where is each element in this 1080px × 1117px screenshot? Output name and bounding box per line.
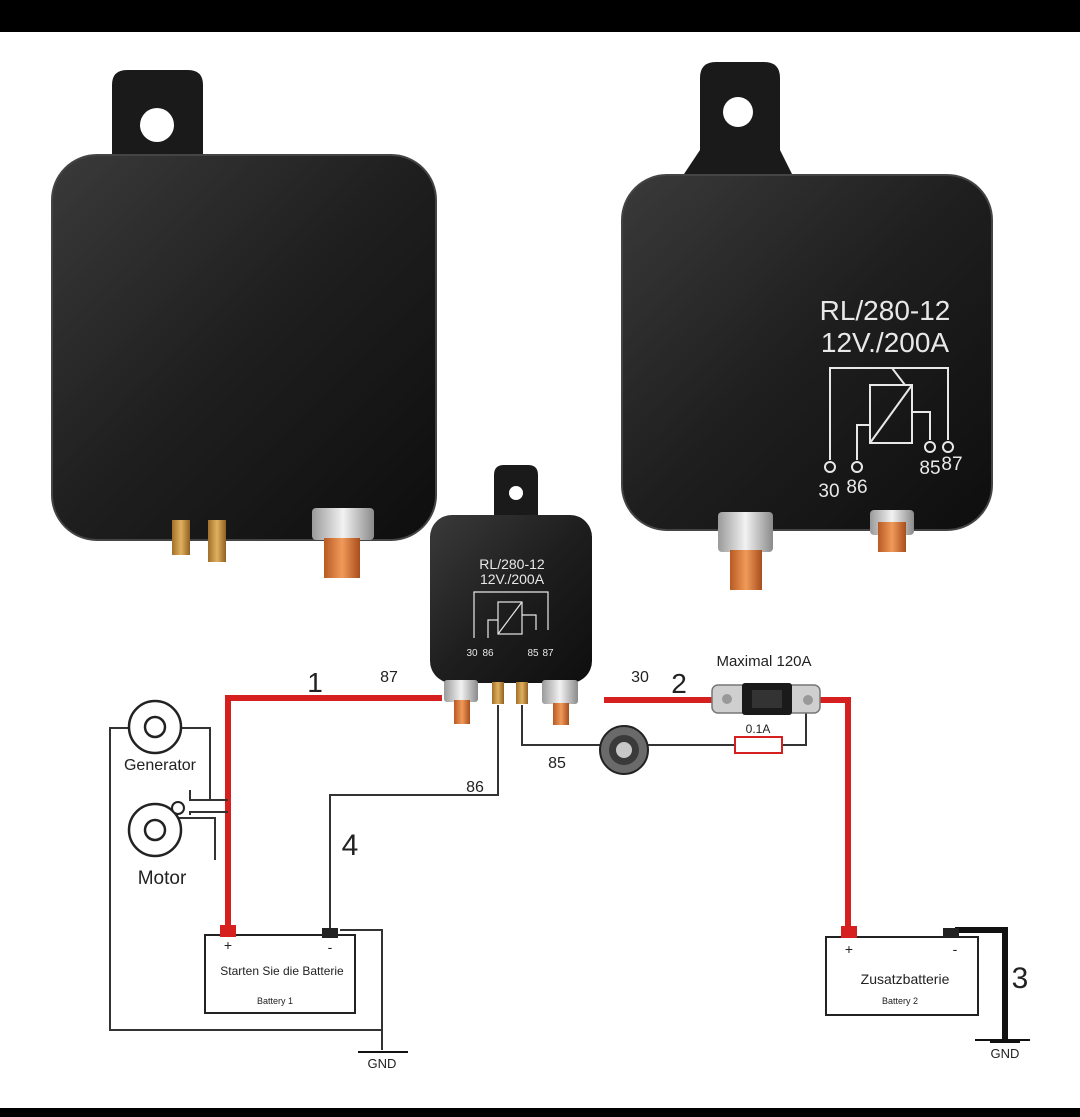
pin-85-label: 85 xyxy=(548,755,566,772)
battery-1: + - Starten Sie die Batterie Battery 1 xyxy=(204,925,356,1014)
terminal-nut xyxy=(312,508,374,540)
top-black-bar xyxy=(0,0,1080,32)
spade-terminal xyxy=(172,520,190,555)
mounting-hole xyxy=(509,486,523,500)
spade-terminal xyxy=(208,520,226,562)
motor-label: Motor xyxy=(138,868,187,889)
gnd-label-1: GND xyxy=(368,1056,397,1071)
battery2-plus: + xyxy=(845,941,853,957)
pin-30-label: 30 xyxy=(631,669,649,686)
pin-label: 85 xyxy=(919,458,940,479)
ground-battery2 xyxy=(955,927,1030,1043)
battery1-plus: + xyxy=(224,937,232,953)
pin-87-label: 87 xyxy=(380,669,398,686)
relay-schematic-symbol xyxy=(829,367,949,460)
copper-stud xyxy=(878,522,906,552)
switch-button xyxy=(599,725,649,775)
spade-terminal xyxy=(492,682,504,704)
battery1-sub: Battery 1 xyxy=(257,996,293,1006)
wire-4-pin86 xyxy=(329,705,499,930)
bottom-black-bar xyxy=(0,1108,1080,1117)
wire-1-red xyxy=(225,695,442,930)
relay-rating-label: 12V./200A xyxy=(821,327,950,358)
wire-number-2: 2 xyxy=(671,668,687,699)
power-wires xyxy=(225,695,851,930)
relay-photo-left xyxy=(51,70,437,578)
battery1-minus: - xyxy=(328,939,333,955)
wire-2-to-battery2 xyxy=(820,697,851,930)
wire-number-4: 4 xyxy=(342,829,359,862)
relay-photo-right: RL/280-12 12V./200A 30 86 85 87 xyxy=(621,62,993,590)
pin-label: 30 xyxy=(818,481,839,502)
copper-stud xyxy=(324,538,360,578)
wire-fuse-to-main xyxy=(782,705,807,746)
wire-number-1: 1 xyxy=(307,667,323,698)
main-fuse xyxy=(711,683,821,715)
wiring-labels: 1 87 30 2 Maximal 120A 0.1A 85 86 4 3 xyxy=(307,653,1028,995)
copper-stud xyxy=(454,700,470,724)
relay-center-rating: 12V./200A xyxy=(480,571,545,587)
spade-terminal xyxy=(516,682,528,704)
wire-pin85-to-switch xyxy=(521,705,600,746)
battery-2: + - Zusatzbatterie Battery 2 xyxy=(825,926,979,1016)
gnd-label-2: GND xyxy=(991,1046,1020,1061)
terminal-nut xyxy=(444,680,478,702)
pin-label: 86 xyxy=(482,648,494,659)
copper-stud xyxy=(730,550,762,590)
generator-label: Generator xyxy=(124,757,197,774)
pin-label: 86 xyxy=(846,477,867,498)
pin-86-label: 86 xyxy=(466,779,484,796)
relay-center: RL/280-12 12V./200A 30 86 85 87 xyxy=(430,465,592,725)
terminal-nut xyxy=(718,512,773,552)
generator: Generator xyxy=(124,699,197,774)
pin-label: 30 xyxy=(466,648,478,659)
battery1-title: Starten Sie die Batterie xyxy=(220,964,344,978)
battery2-minus: - xyxy=(953,941,958,957)
copper-stud xyxy=(553,703,569,725)
mounting-hole xyxy=(140,108,174,142)
wire-number-3: 3 xyxy=(1012,962,1029,995)
pin-label: 87 xyxy=(941,454,962,475)
small-fuse xyxy=(734,736,783,754)
battery2-title: Zusatzbatterie xyxy=(861,971,950,987)
relay-model-label: RL/280-12 xyxy=(820,295,951,326)
battery2-sub: Battery 2 xyxy=(882,996,918,1006)
mounting-hole xyxy=(723,97,753,127)
main-fuse-label: Maximal 120A xyxy=(716,653,811,670)
terminal-nut xyxy=(542,680,578,704)
pin-label: 87 xyxy=(542,648,554,659)
small-fuse-label: 0.1A xyxy=(746,722,771,736)
pin-label: 85 xyxy=(527,648,539,659)
relay-center-model: RL/280-12 xyxy=(479,556,545,572)
signal-wires xyxy=(109,705,807,1050)
motor: Motor xyxy=(127,801,187,889)
